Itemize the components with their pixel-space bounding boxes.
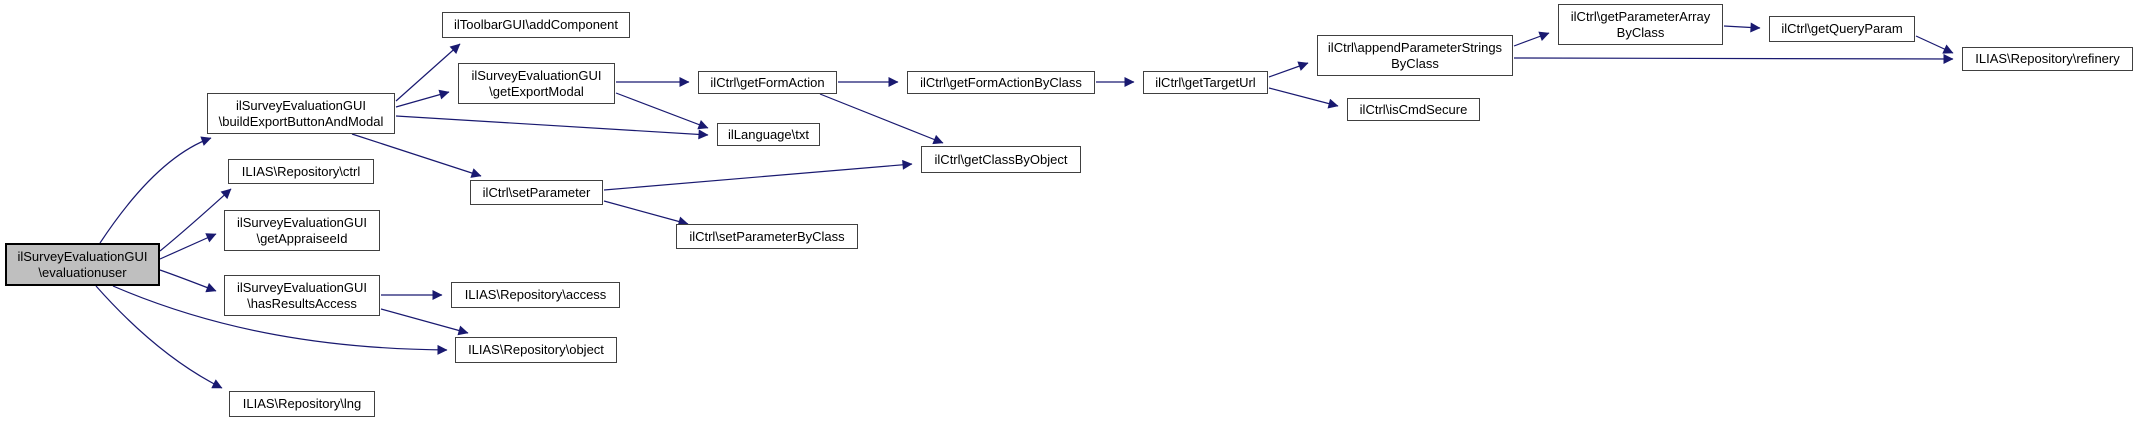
edge-evaluationuser-repository-object [112,285,448,355]
edge-buildExportButtonAndModal-getExportModal [395,89,450,108]
node-setParameterByClass[interactable]: ilCtrl\setParameterByClass [676,224,858,249]
node-repository-lng[interactable]: ILIAS\Repository\lng [229,391,375,417]
node-buildExportButtonAndModal[interactable]: ilSurveyEvaluationGUI \buildExportButton… [207,93,395,134]
edge-evaluationuser-hasResultsAccess [159,269,217,293]
edge-appendParameterStringsByClass-repository-refinery [1513,53,1954,64]
edge-buildExportButtonAndModal-addComponent [395,43,461,102]
node-hasResultsAccess[interactable]: ilSurveyEvaluationGUI \hasResultsAccess [224,275,380,316]
node-getAppraiseeId[interactable]: ilSurveyEvaluationGUI \getAppraiseeId [224,210,380,251]
node-addComponent[interactable]: ilToolbarGUI\addComponent [442,12,630,38]
edge-evaluationuser-repository-lng [95,285,223,389]
edge-getTargetUrl-appendParameterStringsByClass [1268,61,1309,78]
edge-evaluationuser-repository-ctrl [159,188,232,252]
edge-hasResultsAccess-repository-object [380,308,469,336]
edge-setParameter-getClassByObject [603,159,913,191]
edge-getFormAction-getClassByObject [819,93,944,145]
edge-getExportModal-language-txt [615,92,709,130]
node-getQueryParam[interactable]: ilCtrl\getQueryParam [1769,16,1915,42]
node-getClassByObject[interactable]: ilCtrl\getClassByObject [921,146,1081,173]
node-isCmdSecure[interactable]: ilCtrl\isCmdSecure [1347,98,1480,121]
edge-getParameterArrayByClass-getQueryParam [1723,22,1761,33]
edge-buildExportButtonAndModal-setParameter [351,133,482,178]
edge-evaluationuser-getAppraiseeId [159,233,217,260]
node-repository-access[interactable]: ILIAS\Repository\access [451,282,620,308]
edge-buildExportButtonAndModal-language-txt [395,115,709,140]
edge-getTargetUrl-isCmdSecure [1268,87,1339,109]
node-setParameter[interactable]: ilCtrl\setParameter [470,180,603,205]
node-getFormAction[interactable]: ilCtrl\getFormAction [698,71,837,94]
edge-appendParameterStringsByClass-getParameterArrayByClass [1513,31,1550,47]
node-repository-refinery[interactable]: ILIAS\Repository\refinery [1962,47,2133,71]
node-getParameterArrayByClass[interactable]: ilCtrl\getParameterArray ByClass [1558,4,1723,45]
node-appendParameterStringsByClass[interactable]: ilCtrl\appendParameterStrings ByClass [1317,35,1513,76]
node-evaluationuser[interactable]: ilSurveyEvaluationGUI \evaluationuser [5,243,160,286]
edge-getQueryParam-repository-refinery [1915,35,1954,54]
edge-evaluationuser-buildExportButtonAndModal [99,136,212,244]
node-repository-object[interactable]: ILIAS\Repository\object [455,337,617,363]
node-getExportModal[interactable]: ilSurveyEvaluationGUI \getExportModal [458,63,615,104]
node-getFormActionByClass[interactable]: ilCtrl\getFormActionByClass [907,71,1095,94]
edge-setParameter-setParameterByClass [603,200,689,227]
node-getTargetUrl[interactable]: ilCtrl\getTargetUrl [1143,71,1268,94]
node-repository-ctrl[interactable]: ILIAS\Repository\ctrl [228,159,374,184]
node-language-txt[interactable]: ilLanguage\txt [717,123,820,146]
